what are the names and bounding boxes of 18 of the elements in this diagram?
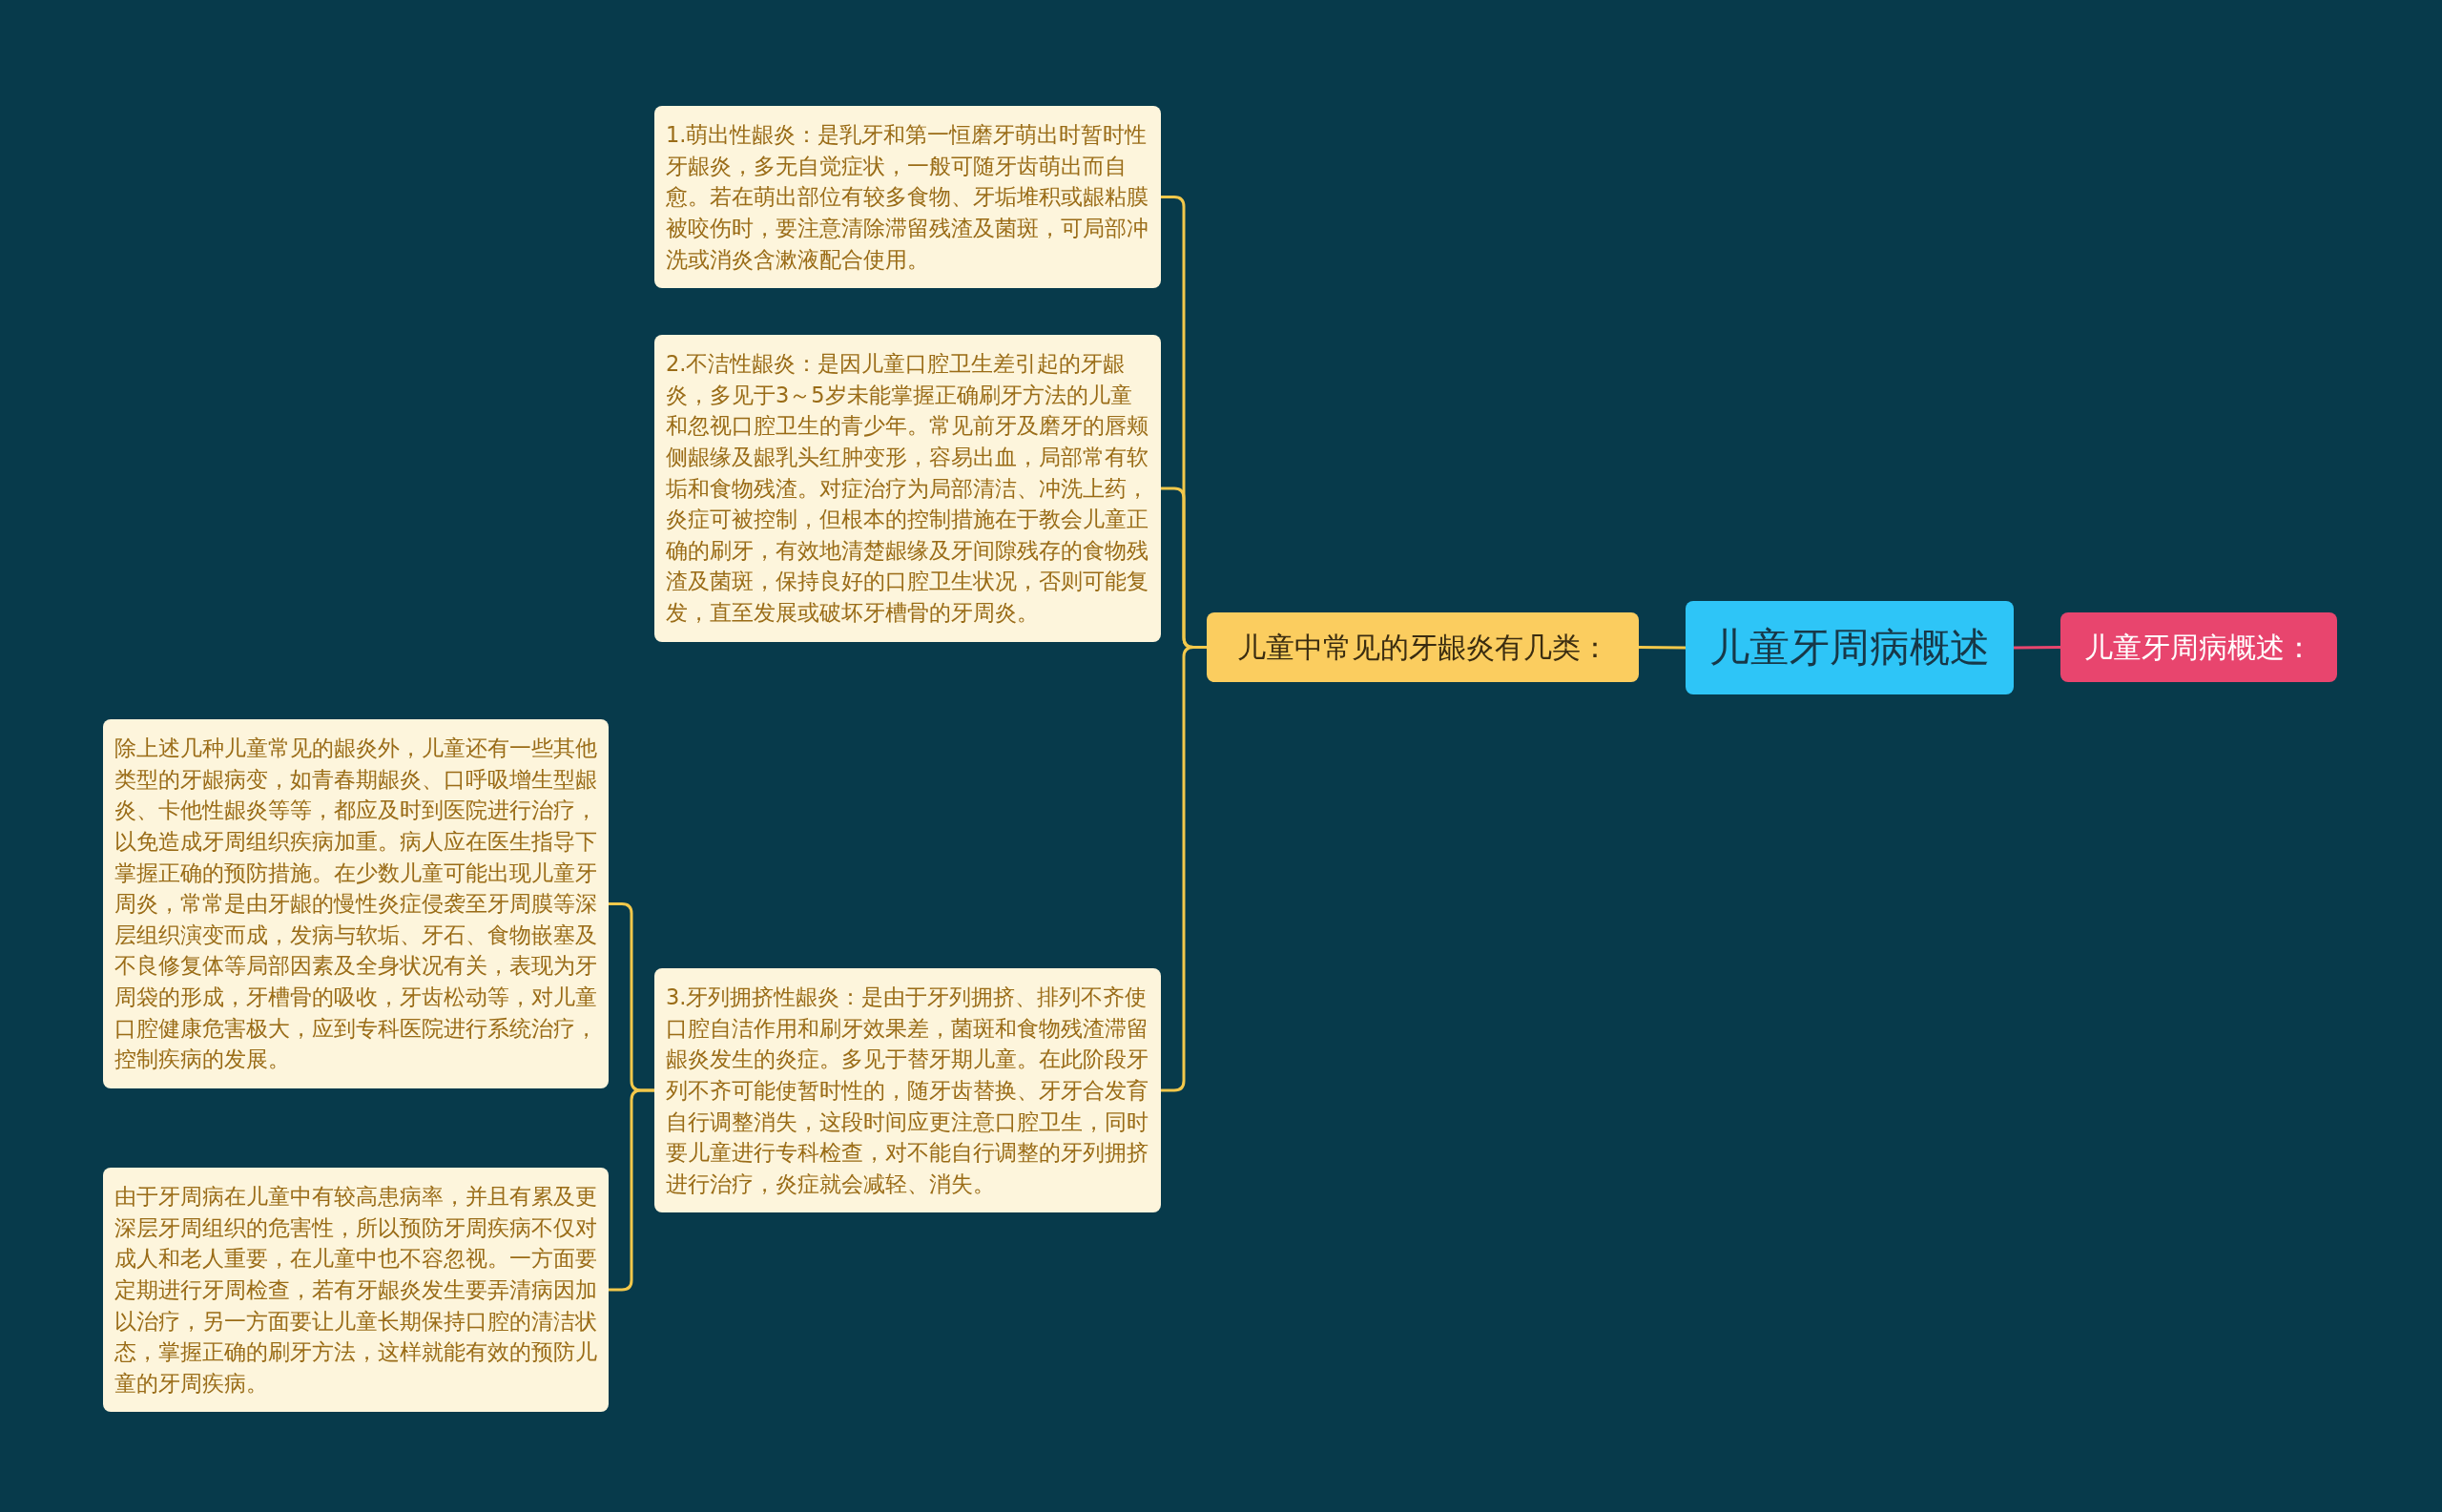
text-card [654,968,1161,1213]
node-text: 儿童中常见的牙龈炎有几类： [1236,630,1609,666]
connector-line [609,1088,654,1292]
text-card [654,106,1161,289]
topic-box [2060,612,2337,682]
node-text: 除上述几种儿童常见的龈炎外，儿童还有一些其他类型的牙龈病变，如青春期龈炎、口呼吸增生型龈炎、卡他性龈炎等等，都应及时到医院进行治疗，以免造成牙周组织疾病加重。病人应在医生指导下掌握正确的预防措施。在少数儿童可能出现儿童牙周炎，常常是由牙龈的慢性炎症侵袭至牙周膜等深层组织演变而成，发病与软垢、牙石、食物嵌塞及不良修复体等局部因素及全身状况有关，表现为牙周袋的形成，牙槽骨的吸收，牙齿松动等，对儿童口腔健康危害极大，应到专科医院进行系统治疗，控制疾病的发展。 [114,735,597,1074]
node-text: 儿童牙周病概述： [2084,630,2313,666]
node-text: 2.不洁性龈炎：是因儿童口腔卫生差引起的牙龈炎，多见于3～5岁未能掌握正确刷牙方法的儿童和忽视口腔卫生的青少年。常见前牙及磨牙的唇颊侧龈缘及龈乳头红肿变形，容易出血，局部常有软垢和食物残渣。对症治疗为局部清洁、冲洗上药，炎症可被控制，但根本的控制措施在于教会儿童正确的刷牙，有效地清楚龈缘及牙间隙残存的食物残渣及菌斑，保持良好的口腔卫生状况，否则可能复发，直至发展或破坏牙槽骨的牙周炎。 [666,350,1149,627]
topic-box [1686,601,2014,694]
node-text: 3.牙列拥挤性龈炎：是由于牙列拥挤、排列不齐使口腔自洁作用和刷牙效果差，菌斑和食物残渣滞留龈炎发生的炎症。多见于替牙期儿童。在此阶段牙列不齐可能使暂时性的，随牙齿替换、牙牙合发育自行调整消失，这段时间应更注意口腔卫生，同时要儿童进行专科检查，对不能自行调整的牙列拥挤进行治疗，炎症就会减轻、消失。 [666,984,1149,1198]
node-text: 1.萌出性龈炎：是乳牙和第一恒磨牙萌出时暂时性牙龈炎，多无自觉症状，一般可随牙齿萌出而自愈。若在萌出部位有较多食物、牙垢堆积或龈粘膜被咬伤时，要注意清除滞留残渣及菌斑，可局部冲洗或消炎含漱液配合使用。 [666,121,1149,274]
node-text: 儿童牙周病概述 [1709,622,1990,673]
text-card [103,1168,609,1413]
connector-line [1639,646,1686,650]
topic-box [1207,612,1639,682]
connector-line [2014,646,2060,650]
connector-line [1161,646,1207,1092]
node-text: 由于牙周病在儿童中有较高患病率，并且有累及更深层牙周组织的危害性，所以预防牙周疾病不仅对成人和老人重要，在儿童中也不容忽视。一方面要定期进行牙周检查，若有牙龈炎发生要弄清病因加以治疗，另一方面要让儿童长期保持口腔的清洁状态，掌握正确的刷牙方法，这样就能有效的预防儿童的牙周疾病。 [114,1183,597,1398]
